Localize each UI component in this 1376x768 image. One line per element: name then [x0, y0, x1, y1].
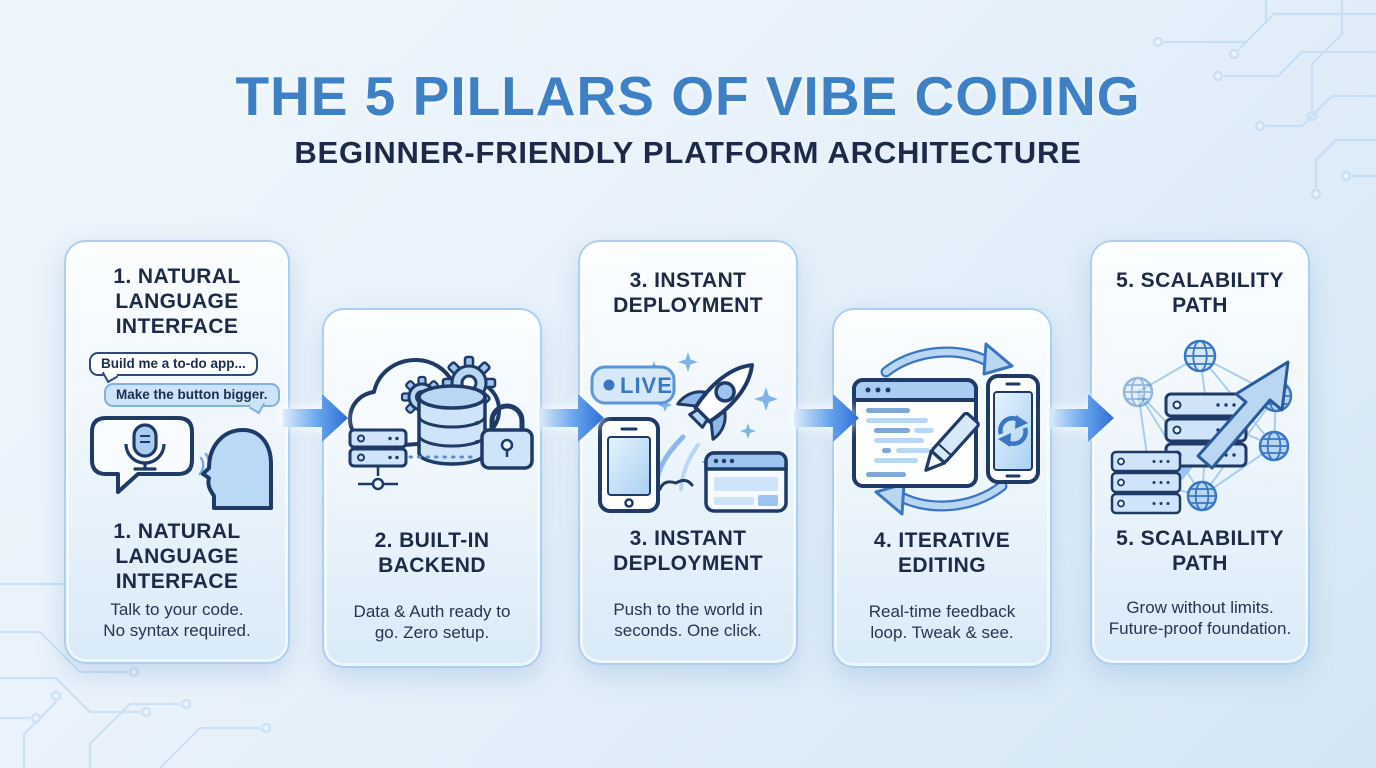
live-badge: LIVE — [590, 365, 676, 405]
globe-icon-top — [1183, 339, 1217, 373]
pillar-title-bottom: 3. INSTANT DEPLOYMENT — [613, 527, 763, 575]
chat-bubble-user: Build me a to-do app... — [89, 352, 258, 376]
browser-window-icon — [704, 451, 788, 513]
globe-icon-right-lower — [1258, 430, 1290, 462]
arrow-right-icon-3 — [794, 390, 860, 446]
pillar-title-bottom: 5. SCALABILITY PATH — [1116, 527, 1284, 575]
chat-bubble-assistant-text: Make the button bigger. — [116, 387, 268, 402]
pillar-title-top: 3. INSTANT DEPLOYMENT — [613, 269, 763, 317]
rocket-icon — [676, 363, 754, 441]
backend-icon — [334, 335, 534, 505]
pillar-card-built-in-backend: 2. BUILT-IN BACKEND Data & Auth ready to… — [322, 308, 542, 668]
pillar-title-top: 1. NATURAL LANGUAGE INTERFACE — [113, 265, 241, 338]
server-stack-icon-small — [1110, 450, 1182, 515]
rocket-trail-2 — [679, 443, 700, 491]
arrow-right-icon-4 — [1049, 390, 1115, 446]
page-title: THE 5 PILLARS OF VIBE CODING — [235, 65, 1141, 127]
natural-language-icon — [74, 412, 279, 517]
pillar-card-iterative-editing: 4. ITERATIVE EDITING Real-time feedback … — [832, 308, 1052, 668]
pillar-card-instant-deployment: 3. INSTANT DEPLOYMENT — [578, 240, 798, 665]
pillar-description: Push to the world in seconds. One click. — [613, 600, 763, 640]
pillar-title: 2. BUILT-IN BACKEND — [374, 529, 490, 577]
phone-sync-icon — [986, 374, 1040, 484]
pillar-title: 4. ITERATIVE EDITING — [873, 529, 1011, 577]
pillar-description: Grow without limits. Future-proof founda… — [1108, 598, 1292, 638]
rocket-trail — [653, 434, 686, 488]
pillar-card-scalability-path: 5. SCALABILITY PATH — [1090, 240, 1310, 665]
live-badge-text: LIVE — [620, 373, 673, 398]
head-profile-icon — [201, 428, 273, 510]
arrow-right-icon-2 — [539, 390, 605, 446]
chat-bubble-user-text: Build me a to-do app... — [101, 356, 246, 371]
pillar-description: Data & Auth ready to go. Zero setup. — [353, 602, 511, 642]
page-subtitle: BEGINNER-FRIENDLY PLATFORM ARCHITECTURE — [294, 135, 1082, 170]
pillar-title-bottom: 1. NATURAL LANGUAGE INTERFACE — [113, 520, 241, 593]
pillar-description: Talk to your code. No syntax required. — [103, 600, 251, 640]
arrow-right-icon-1 — [283, 390, 349, 446]
growth-arrow-icon — [1196, 360, 1290, 470]
sync-icon — [998, 415, 1028, 447]
database-icon — [417, 384, 487, 466]
code-lines — [866, 408, 934, 477]
pillar-description: Real-time feedback loop. Tweak & see. — [868, 602, 1016, 642]
iterative-editing-icon — [842, 334, 1046, 529]
pillar-card-natural-language-interface: 1. NATURAL LANGUAGE INTERFACE Build me a… — [64, 240, 290, 664]
microphone-icon — [124, 423, 166, 471]
server-icon — [348, 428, 408, 491]
chat-bubble-assistant: Make the button bigger. — [104, 383, 280, 407]
cycle-arrow-top — [880, 342, 1014, 378]
padlock-icon — [480, 403, 534, 470]
pencil-icon — [924, 411, 980, 472]
globe-icon-left — [1122, 376, 1154, 408]
pillar-title-top: 5. SCALABILITY PATH — [1116, 269, 1284, 317]
deployment-icon: LIVE — [588, 337, 792, 520]
cycle-arrow-bottom — [874, 480, 1008, 516]
smartphone-icon — [598, 417, 660, 513]
scalability-icon — [1100, 334, 1304, 524]
globe-icon-bottom — [1186, 480, 1218, 512]
